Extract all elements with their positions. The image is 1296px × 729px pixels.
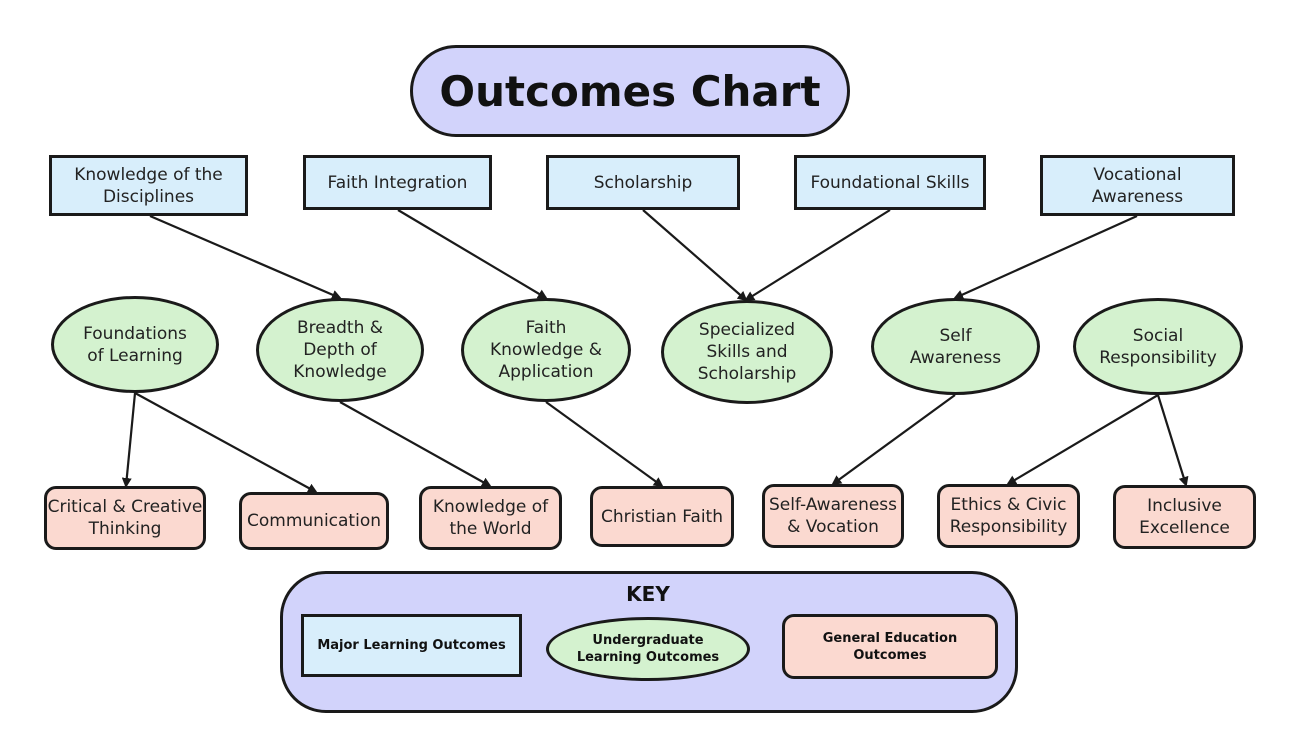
undergraduate-outcome-specialized-skills-and-scholarship: Specialized Skills and Scholarship (661, 300, 833, 404)
arrow-u3-to-g4 (545, 401, 664, 488)
arrow-m3-to-u4 (642, 209, 748, 302)
general-outcome-knowledge-of-the-world: Knowledge of the World (419, 486, 562, 550)
arrow-m5-to-u5 (953, 214, 1138, 300)
general-outcome-christian-faith: Christian Faith (590, 486, 734, 547)
general-outcome-self-awareness-and-vocation: Self-Awareness & Vocation (762, 484, 904, 548)
key-major-learning-outcomes: Major Learning Outcomes (301, 614, 522, 677)
general-outcome-communication: Communication (239, 492, 389, 550)
undergraduate-outcome-faith-knowledge-and-application: Faith Knowledge & Application (461, 298, 631, 402)
general-outcome-critical-and-creative-thinking: Critical & Creative Thinking (44, 486, 206, 550)
major-outcome-scholarship: Scholarship (546, 155, 740, 210)
undergraduate-outcome-self-awareness: Self Awareness (871, 298, 1040, 395)
major-outcome-knowledge-of-the-disciplines: Knowledge of the Disciplines (49, 155, 248, 216)
general-outcome-ethics-and-civic-responsibility: Ethics & Civic Responsibility (937, 484, 1080, 548)
arrow-m2-to-u3 (397, 209, 548, 300)
arrow-u1-to-g1 (121, 392, 137, 488)
undergraduate-outcome-foundations-of-learning: Foundations of Learning (51, 296, 219, 393)
major-outcome-faith-integration: Faith Integration (303, 155, 492, 210)
undergraduate-outcome-social-responsibility: Social Responsibility (1073, 298, 1243, 395)
key-general-education-outcomes: General Education Outcomes (782, 614, 998, 679)
arrow-u1-to-g2 (134, 392, 318, 493)
general-outcome-inclusive-excellence: Inclusive Excellence (1113, 485, 1256, 549)
arrow-u5-to-g5 (831, 394, 956, 486)
major-outcome-vocational-awareness: Vocational Awareness (1040, 155, 1235, 216)
arrow-m4-to-u4 (744, 209, 891, 302)
key-title: KEY (626, 582, 670, 606)
arrow-u6-to-g7 (1156, 394, 1189, 487)
chart-title: Outcomes Chart (410, 45, 850, 137)
major-outcome-foundational-skills: Foundational Skills (794, 155, 986, 210)
arrow-u6-to-g6 (1006, 394, 1159, 486)
undergraduate-outcome-breadth-and-depth-of-knowledge: Breadth & Depth of Knowledge (256, 298, 424, 402)
key-undergraduate-learning-outcomes: Undergraduate Learning Outcomes (546, 617, 750, 681)
arrow-m1-to-u2 (149, 214, 342, 300)
arrow-u2-to-g3 (339, 401, 492, 487)
